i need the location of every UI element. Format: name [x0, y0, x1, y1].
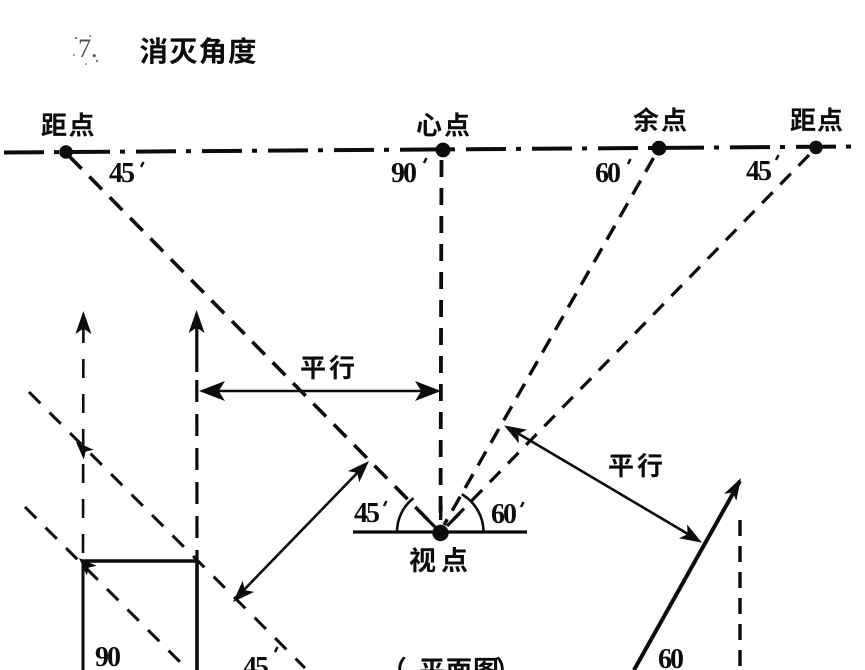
svg-text:45: 45 [354, 498, 379, 529]
svg-text:45: 45 [746, 156, 771, 187]
svg-text:45: 45 [109, 158, 134, 189]
svg-text:60: 60 [491, 499, 516, 530]
svg-text:60: 60 [658, 644, 683, 670]
svg-text:90: 90 [95, 642, 120, 670]
svg-text:60: 60 [595, 158, 620, 189]
svg-text:45: 45 [243, 652, 268, 670]
svg-text:7.: 7. [78, 34, 98, 63]
svg-text:90: 90 [391, 158, 416, 189]
